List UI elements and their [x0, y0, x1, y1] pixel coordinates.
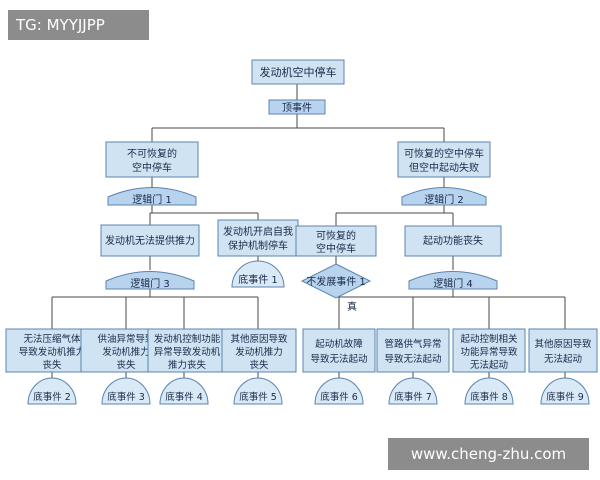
event-recoverable-box: [295, 225, 377, 257]
leaf-compress-line1: 无法压缩气体: [23, 333, 81, 345]
gate-2-shape: [401, 187, 487, 206]
undeveloped-event-text: 不发展事件 1: [306, 275, 366, 288]
leaf-control-line1: 发动机控制功能: [154, 333, 221, 345]
leaf-other-start-line1: 其他原因导致: [534, 338, 592, 350]
leaf-other-start-line2: 无法起动: [544, 353, 582, 365]
leaf-other-thrust-line2: 发动机推力: [235, 346, 283, 358]
gate-2-text: 逻辑门 2: [424, 193, 464, 206]
event-recoverable-line2: 空中停车: [316, 242, 356, 255]
leaf-other-start-box: [528, 328, 598, 373]
event-self-protect-box: [217, 219, 299, 257]
basic-event-1-text: 底事件 1: [238, 273, 278, 286]
event-no-thrust-box: [100, 224, 200, 257]
event-self-protect-line1: 发动机开启自我: [223, 225, 293, 238]
leaf-fuel-line3: 丧失: [116, 359, 136, 371]
leaf-fuel-line1: 供油异常导致: [97, 333, 155, 345]
leaf-starter-line1: 起动机故障: [315, 338, 363, 350]
leaf-other-thrust-box: [221, 328, 297, 373]
leaf-air-supply-line1: 管路供气异常: [384, 338, 441, 350]
top-event-box: [251, 59, 345, 85]
basic-event-2-text: 底事件 2: [33, 391, 71, 403]
event-recoverable-failed-line1: 可恢复的空中停车: [404, 147, 484, 160]
top-event-label: [268, 99, 326, 115]
basic-event-2-shape: [27, 377, 77, 405]
basic-event-8-text: 底事件 8: [470, 391, 508, 403]
leaf-starter-line2: 导致无法起动: [310, 353, 367, 365]
top-event-label-text: 顶事件: [282, 101, 312, 114]
basic-event-3-text: 底事件 3: [107, 391, 145, 403]
gate-4-text: 逻辑门 4: [433, 277, 473, 290]
leaf-compress-line2: 导致发动机推力: [19, 346, 86, 358]
top-event-text: 发动机空中停车: [260, 65, 337, 79]
basic-event-6-text: 底事件 6: [320, 391, 358, 403]
basic-event-4-shape: [159, 377, 209, 405]
event-nonrecoverable-line2: 空中停车: [132, 161, 172, 174]
watermark-url: www.cheng-zhu.com: [388, 438, 589, 470]
basic-event-4-text: 底事件 4: [165, 391, 203, 403]
leaf-air-supply-box: [376, 328, 450, 373]
leaf-other-thrust-line1: 其他原因导致: [230, 333, 288, 345]
gate-1-shape: [107, 187, 197, 206]
event-nonrecoverable-line1: 不可恢复的: [127, 147, 177, 160]
gate-1-text: 逻辑门 1: [132, 193, 172, 206]
basic-event-5-text: 底事件 5: [239, 391, 277, 403]
basic-event-9-text: 底事件 9: [546, 391, 584, 403]
true-label: 真: [347, 300, 357, 313]
leaf-start-control-line1: 起动控制相关: [460, 333, 518, 345]
basic-event-9-shape: [540, 377, 590, 405]
event-recoverable-failed-line2: 但空中起动失败: [409, 161, 479, 174]
basic-event-7-shape: [388, 377, 438, 405]
gate-3-shape: [105, 271, 195, 290]
leaf-control-box: [147, 328, 227, 373]
tg-label: TG: MYYJJPP: [8, 10, 149, 40]
event-no-thrust-text: 发动机无法提供推力: [105, 234, 195, 247]
leaf-start-control-box: [452, 328, 526, 373]
gate-3-text: 逻辑门 3: [130, 277, 170, 290]
leaf-control-line3: 推力丧失: [168, 359, 207, 371]
leaf-control-line2: 异常导致发动机: [154, 346, 221, 358]
connector-lines: [51, 84, 566, 378]
event-self-protect-line2: 保护机制停车: [228, 239, 288, 252]
event-start-loss-text: 起动功能丧失: [423, 234, 483, 247]
leaf-start-control-line2: 功能异常导致: [460, 346, 518, 358]
event-nonrecoverable-box: [105, 141, 199, 178]
basic-event-6-shape: [314, 377, 364, 405]
basic-event-1-shape: [231, 260, 285, 288]
gate-4-shape: [408, 271, 498, 290]
leaf-compress-line3: 丧失: [42, 359, 62, 371]
basic-event-8-shape: [464, 377, 514, 405]
leaf-air-supply-line2: 导致无法起动: [384, 353, 441, 365]
leaf-starter-box: [302, 328, 376, 373]
event-recoverable-line1: 可恢复的: [316, 229, 356, 242]
event-recoverable-failed-box: [397, 141, 491, 178]
leaf-other-thrust-line3: 丧失: [249, 359, 269, 371]
leaf-start-control-line3: 无法起动: [470, 359, 508, 371]
basic-event-5-shape: [233, 377, 283, 405]
leaf-fuel-line2: 发动机推力: [102, 346, 150, 358]
event-start-loss-box: [404, 225, 502, 257]
basic-event-3-shape: [101, 377, 151, 405]
undeveloped-event-shape: [300, 263, 372, 299]
basic-event-7-text: 底事件 7: [394, 391, 432, 403]
